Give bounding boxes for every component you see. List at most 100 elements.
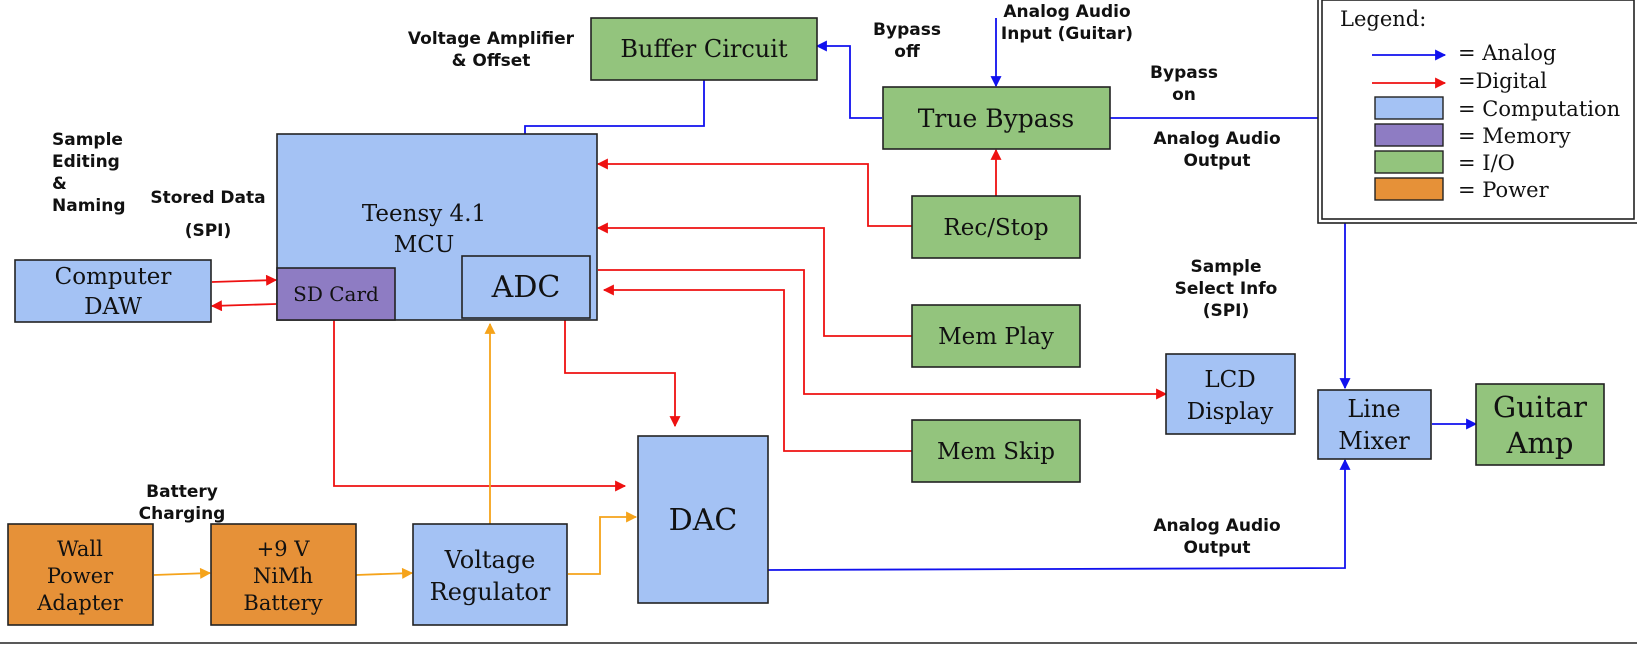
analog-audio-input-note-line: Input (Guitar) [1001, 24, 1133, 44]
buffer-circuit-block-label: Buffer Circuit [620, 35, 788, 63]
battery-block-box [210, 523, 357, 626]
wall-power-adapter-block-label: Adapter [36, 591, 123, 615]
sample-select-note-line: (SPI) [1203, 301, 1250, 321]
wire-memskip-to-teensy [602, 284, 912, 452]
guitar-amp-block-label: Amp [1505, 426, 1573, 460]
sample-select-note-line: Sample [1191, 257, 1262, 277]
legend-analog-label: = Analog [1458, 41, 1556, 65]
teensy-mcu-block-label: MCU [394, 232, 455, 258]
legend-io-swatch [1374, 150, 1444, 174]
wire-battery-to-regulator [355, 567, 414, 579]
legend-digital-label: =Digital [1458, 69, 1547, 93]
computer-daw-block-label: Computer [55, 264, 172, 290]
guitar-amp-block-label: Guitar [1493, 390, 1587, 424]
bypass-on-note-line: on [1172, 85, 1196, 105]
analog-audio-input-note-line: Analog Audio [1003, 2, 1130, 22]
mem-play-block-box [911, 304, 1081, 368]
wire-adc-to-dac [564, 318, 681, 428]
legend: Legend: = Analog =Digital = Computation = Me… [1317, 0, 1637, 224]
wire-adapter-to-battery [153, 567, 212, 579]
battery-block-label: Battery [243, 591, 322, 615]
legend-computation-swatch [1374, 96, 1444, 120]
line-mixer-block-label: Mixer [1338, 427, 1410, 455]
analog-audio-output-top-note-line: Analog Audio [1153, 129, 1280, 149]
wire-bypass-to-buffer [815, 40, 882, 119]
mem-skip-block-box [911, 419, 1081, 483]
line-mixer-block-label: Line [1347, 395, 1400, 423]
legend-power-swatch [1374, 177, 1444, 201]
legend-memory-swatch [1374, 123, 1444, 147]
voltage-amplifier-note-line: Voltage Amplifier [408, 29, 575, 49]
computer-daw-block-label: DAW [84, 294, 142, 320]
lcd-display-block-box [1165, 353, 1296, 435]
legend-frame-inner [1321, 0, 1635, 220]
mem-skip-block: Mem Skip [911, 419, 1081, 483]
bypass-off-note-line: Bypass [873, 20, 941, 40]
voltage-regulator-block-label: Voltage [444, 546, 536, 574]
wire-dac-to-mixer [767, 458, 1351, 571]
adc-block-box [461, 255, 591, 319]
battery-block-label: +9 V [257, 537, 311, 561]
battery-charging-note-line: Battery [146, 482, 218, 502]
sd-card-block-box [276, 267, 396, 321]
true-bypass-block-label: True Bypass [918, 104, 1075, 133]
bypass-on-note-line: Bypass [1150, 63, 1218, 83]
wall-power-adapter-block-label: Power [47, 564, 114, 588]
rec-stop-block: Rec/Stop [911, 195, 1081, 259]
battery-charging-note-line: Charging [139, 504, 226, 524]
stored-data-note-line: (SPI) [185, 221, 232, 241]
sample-editing-note-line: Editing [52, 152, 120, 172]
buffer-circuit-block: Buffer Circuit [590, 17, 818, 81]
wall-power-adapter-block-box [7, 523, 154, 626]
legend-title: Legend: [1340, 7, 1426, 31]
dac-block-box [637, 435, 769, 604]
legend-computation-label: = Computation [1458, 97, 1620, 121]
rec-stop-block-box [911, 195, 1081, 259]
adc-block: ADC [461, 255, 591, 319]
wire-memplay-to-teensy [596, 222, 912, 337]
legend-frame [1317, 0, 1637, 224]
line-mixer-block-box [1317, 389, 1432, 460]
sample-editing-note-line: Naming [52, 196, 126, 216]
wall-power-adapter-block-label: Wall [57, 537, 103, 561]
buffer-circuit-block-box [590, 17, 818, 81]
lcd-display-block-label: Display [1187, 399, 1273, 425]
stored-data-note-line: Stored Data [150, 188, 265, 208]
adc-block-label: ADC [491, 270, 561, 305]
lcd-display-block: LCD Display [1165, 353, 1296, 435]
true-bypass-block-box [882, 86, 1111, 150]
legend-io-label: = I/O [1458, 151, 1515, 175]
wire-recstop-to-teensy [596, 158, 912, 227]
mem-play-block: Mem Play [911, 304, 1081, 368]
voltage-regulator-block-label: Regulator [430, 578, 551, 606]
voltage-amplifier-note-line: & Offset [452, 51, 531, 71]
sample-select-note-line: Select Info [1175, 279, 1278, 299]
stored-data-note: Stored Data (SPI) [150, 188, 265, 241]
guitar-amp-block-box [1475, 383, 1605, 466]
analog-audio-output-top-note-line: Output [1183, 151, 1250, 171]
wire-teensy-to-lcd [598, 269, 1168, 400]
wire-sd-to-daw [210, 300, 277, 312]
mem-play-block-label: Mem Play [938, 324, 1054, 350]
rec-stop-block-label: Rec/Stop [943, 215, 1048, 241]
true-bypass-block: True Bypass [882, 86, 1111, 150]
mem-skip-block-label: Mem Skip [937, 439, 1055, 465]
dac-block: DAC [637, 435, 769, 604]
wire-sd-to-dac [333, 320, 627, 492]
lcd-display-block-label: LCD [1204, 367, 1255, 393]
bypass-off-note-line: off [894, 42, 920, 62]
legend-memory-label: = Memory [1458, 124, 1571, 148]
